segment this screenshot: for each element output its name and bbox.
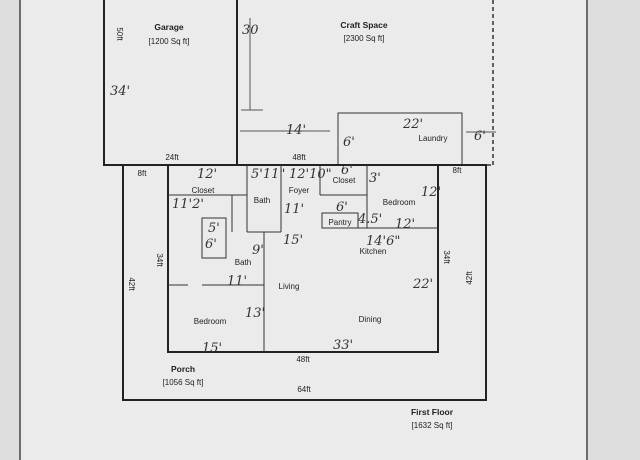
hand-11b: 11' [227, 274, 247, 289]
garage-depth-dim: 50ft [115, 27, 124, 41]
laundry-label: Laundry [419, 134, 448, 143]
first-floor-area: [1632 Sq ft] [412, 421, 453, 430]
hand-12b: 12' [421, 185, 441, 200]
hand-13: 13' [245, 306, 265, 321]
hand-6b: 6' [474, 129, 486, 144]
bath-top-label: Bath [254, 196, 270, 205]
craft-width-dim: 48ft [292, 153, 306, 162]
paper-sheet [20, 0, 588, 460]
porch-area: [1056 Sq ft] [163, 378, 204, 387]
hand-12c: 12' [395, 217, 415, 232]
hand-5: 5' [208, 221, 220, 236]
dining-label: Dining [359, 315, 382, 324]
kitchen-label: Kitchen [360, 247, 387, 256]
hand-6a: 6' [343, 135, 355, 150]
bedroom-right-label: Bedroom [383, 198, 416, 207]
hand-30: 30 [242, 23, 259, 38]
hand-12-10: 12'10" [289, 167, 332, 182]
hand-6e: 6' [205, 237, 217, 252]
hand-15b: 15' [202, 341, 222, 356]
garage-width-dim: 24ft [165, 153, 179, 162]
garage-label: Garage [154, 22, 184, 32]
bedroom-left-label: Bedroom [194, 317, 227, 326]
hand-6d: 6' [336, 200, 348, 215]
garage-area: [1200 Sq ft] [149, 37, 190, 46]
porch-label: Porch [171, 364, 195, 374]
first-floor-label: First Floor [411, 407, 454, 417]
hand-22a: 22' [402, 117, 423, 132]
house-depth-right-dim: 34ft [442, 250, 451, 264]
hand-11: 11' [284, 202, 304, 217]
house-depth-dim: 34ft [155, 253, 164, 267]
living-label: Living [279, 282, 300, 291]
hand-4-5: 4.5' [357, 212, 382, 227]
porch-right-8-dim: 8ft [453, 166, 463, 175]
hand-33: 33' [333, 338, 353, 353]
pantry-walls [321, 212, 359, 229]
house-outline [167, 164, 439, 353]
hand-11-5: 11'2' [172, 197, 204, 212]
hand-14: 14' [286, 123, 306, 138]
closet-left-label: Closet [192, 186, 215, 195]
foyer-label: Foyer [289, 186, 310, 195]
house-width-dim: 48ft [296, 355, 310, 364]
small-closet [201, 217, 227, 259]
hand-9: 9' [252, 243, 264, 258]
hand-34: 34' [110, 84, 130, 99]
pantry-label: Pantry [328, 218, 351, 227]
bath-left-label: Bath [235, 258, 251, 267]
hand-22b: 22' [412, 277, 433, 292]
craft-label: Craft Space [340, 20, 388, 30]
hand-12a: 12' [197, 167, 217, 182]
laundry-walls [337, 112, 463, 165]
closet-right-label: Closet [333, 176, 356, 185]
hand-14-6: 14'6" [366, 234, 400, 249]
hand-15a: 15' [283, 233, 303, 248]
hand-5-11: 5'11" [251, 167, 285, 182]
craft-area: [2300 Sq ft] [344, 34, 385, 43]
porch-width-dim: 64ft [297, 385, 311, 394]
hand-6c: 6' [341, 163, 353, 178]
hand-3: 3' [369, 171, 381, 186]
porch-depth-dim: 42ft [127, 277, 136, 291]
porch-left-8-dim: 8ft [138, 169, 148, 178]
porch-depth-right-dim: 42ft [465, 271, 474, 285]
